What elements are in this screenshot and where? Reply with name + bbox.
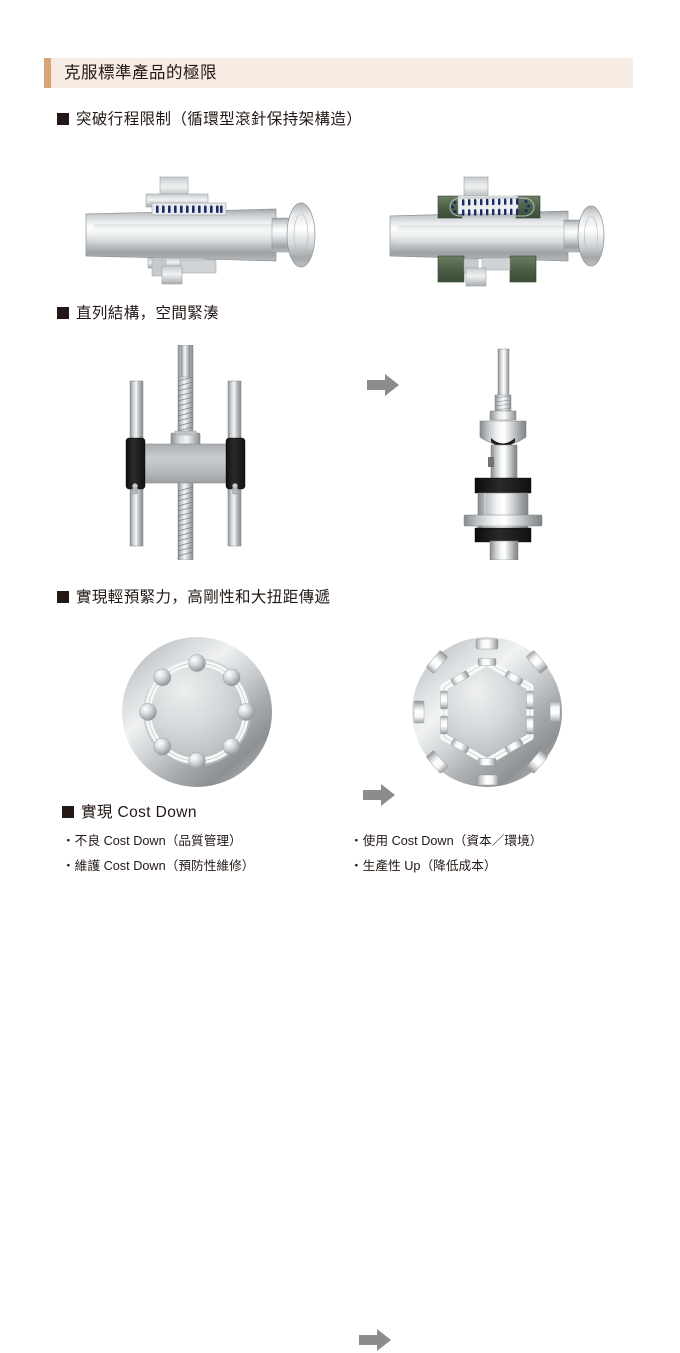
subsection-heading-3: 實現輕預緊力，高剛性和大扭距傳遞: [57, 590, 330, 606]
cost-down-column-right: ・使用 Cost Down（資本／環境） ・生產性 Up（降低成本）: [334, 833, 622, 886]
list-item: ・不良 Cost Down（品質管理）: [62, 833, 242, 848]
cost-down-title-label: 實現 Cost Down: [81, 804, 197, 821]
parallel-ballscrew-rail-assembly: [125, 345, 246, 560]
bullet-square-icon: [62, 806, 74, 818]
list-item: ・維護 Cost Down（預防性維修）: [62, 859, 255, 874]
ball-bearing-flange-disc: [122, 637, 272, 787]
cost-down-columns: ・不良 Cost Down（品質管理） ・維護 Cost Down（預防性維修）…: [62, 833, 622, 886]
standard-linear-actuator: [85, 176, 316, 285]
outer-rollers: [413, 638, 561, 786]
subsection-heading-1-label: 突破行程限制（循環型滾針保持架構造）: [76, 111, 363, 128]
bullet-square-icon: [57, 591, 69, 603]
bullet-square-icon: [57, 307, 69, 319]
ball-bearings: [139, 654, 255, 770]
subsection-heading-1: 突破行程限制（循環型滾針保持架構造）: [57, 112, 362, 128]
roller-needles: [156, 205, 223, 213]
hexagonal-roller-flange-disc: [412, 637, 562, 787]
page-section-header: 克服標準產品的極限: [44, 58, 633, 88]
figure-row-preload-stiffness: [44, 630, 636, 1351]
cost-down-title: 實現 Cost Down: [62, 805, 622, 821]
figure-row-stroke-limit: [44, 160, 636, 396]
list-item: ・生產性 Up（降低成本）: [350, 859, 497, 874]
roller-needles: [451, 198, 530, 216]
page-title: 克服標準產品的極限: [64, 63, 217, 82]
inner-rollers: [440, 658, 534, 766]
header-accent-bar: [44, 58, 51, 88]
subsection-heading-2-label: 直列結構，空間緊湊: [76, 305, 220, 322]
arrow-right-icon: [367, 374, 399, 396]
list-item: ・使用 Cost Down（資本／環境）: [350, 833, 543, 848]
cost-down-block: 實現 Cost Down ・不良 Cost Down（品質管理） ・維護 Cos…: [62, 805, 622, 886]
subsection-heading-3-label: 實現輕預緊力，高剛性和大扭距傳遞: [76, 589, 331, 606]
figure-row-inline-structure: [44, 345, 636, 806]
inline-compact-actuator: [463, 348, 543, 560]
arrow-right-icon: [359, 1329, 391, 1351]
recirculating-roller-cage-actuator: [389, 176, 605, 287]
bullet-square-icon: [57, 113, 69, 125]
subsection-heading-2: 直列結構，空間緊湊: [57, 306, 219, 322]
arrow-right-icon: [363, 784, 395, 806]
cost-down-column-left: ・不良 Cost Down（品質管理） ・維護 Cost Down（預防性維修）: [62, 833, 334, 886]
